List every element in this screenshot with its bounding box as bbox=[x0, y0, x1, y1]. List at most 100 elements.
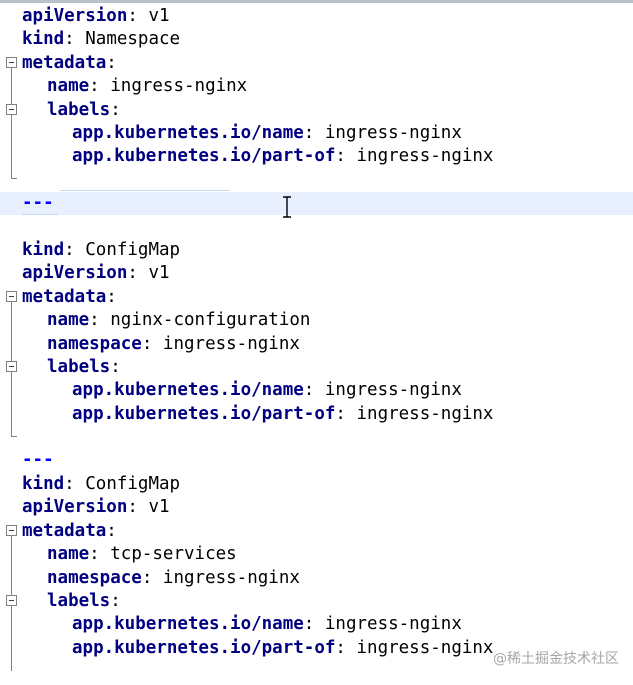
code-line[interactable]: metadata: bbox=[0, 52, 633, 75]
yaml-value: ingress-nginx bbox=[110, 76, 248, 97]
yaml-value: ingress-nginx bbox=[356, 146, 494, 167]
code-line[interactable]: apiVersion: v1 bbox=[0, 262, 633, 285]
yaml-key: apiVersion bbox=[22, 263, 128, 284]
colon: : bbox=[127, 497, 138, 518]
colon: : bbox=[141, 567, 153, 588]
code-line[interactable]: labels: bbox=[0, 356, 633, 379]
yaml-key: kind bbox=[22, 474, 65, 494]
code-line[interactable]: metadata: bbox=[0, 286, 633, 309]
fold-toggle-icon[interactable] bbox=[6, 525, 17, 536]
code-line[interactable]: kind: ConfigMap bbox=[0, 473, 633, 496]
yaml-key: namespace bbox=[47, 567, 142, 588]
yaml-key: metadata bbox=[22, 286, 107, 307]
code-line[interactable]: app.kubernetes.io/part-of: ingress-nginx bbox=[0, 145, 633, 168]
colon: : bbox=[303, 123, 315, 143]
document-separator: --- bbox=[22, 193, 54, 213]
colon: : bbox=[335, 146, 346, 167]
code-line[interactable]: name: tcp-services bbox=[0, 543, 633, 566]
fold-toggle-icon[interactable] bbox=[6, 291, 17, 302]
code-line[interactable]: apiVersion: v1 bbox=[0, 496, 633, 519]
colon: : bbox=[64, 29, 75, 50]
yaml-value: tcp-services bbox=[110, 544, 237, 565]
yaml-key: app.kubernetes.io/name bbox=[72, 614, 304, 635]
colon: : bbox=[89, 76, 100, 97]
yaml-key: name bbox=[47, 544, 90, 565]
yaml-value: ingress-nginx bbox=[162, 567, 300, 588]
colon: : bbox=[110, 591, 121, 611]
yaml-value: ingress-nginx bbox=[356, 637, 494, 658]
yaml-value: ingress-nginx bbox=[324, 614, 462, 635]
separator-underline bbox=[22, 214, 58, 215]
colon: : bbox=[64, 474, 75, 494]
colon: : bbox=[335, 403, 346, 424]
yaml-key: namespace bbox=[47, 333, 142, 354]
colon: : bbox=[141, 333, 153, 354]
code-line[interactable]: labels: bbox=[0, 590, 633, 613]
code-line[interactable]: name: nginx-configuration bbox=[0, 309, 633, 332]
code-line[interactable]: app.kubernetes.io/name: ingress-nginx bbox=[0, 122, 633, 145]
yaml-value: nginx-configuration bbox=[110, 310, 311, 331]
text-cursor-icon bbox=[283, 196, 291, 218]
separator-overline bbox=[60, 190, 230, 191]
code-line-current[interactable]: --- bbox=[0, 192, 633, 216]
yaml-key: metadata bbox=[22, 52, 107, 73]
code-line[interactable]: app.kubernetes.io/part-of: ingress-nginx bbox=[0, 403, 633, 426]
yaml-key: app.kubernetes.io/name bbox=[72, 123, 304, 143]
colon: : bbox=[106, 286, 117, 307]
yaml-value: ingress-nginx bbox=[324, 380, 462, 401]
colon: : bbox=[89, 310, 100, 331]
code-line[interactable]: kind: Namespace bbox=[0, 28, 633, 51]
editor-top-border bbox=[0, 0, 633, 3]
code-line[interactable]: app.kubernetes.io/name: ingress-nginx bbox=[0, 379, 633, 402]
code-line[interactable]: app.kubernetes.io/part-of: ingress-nginx bbox=[0, 637, 633, 660]
colon: : bbox=[89, 544, 100, 565]
yaml-key: metadata bbox=[22, 520, 107, 541]
yaml-value: v1 bbox=[148, 263, 170, 284]
colon: : bbox=[303, 380, 315, 401]
yaml-value: v1 bbox=[148, 497, 170, 518]
yaml-key: name bbox=[47, 76, 90, 97]
code-line[interactable]: --- bbox=[0, 449, 633, 472]
code-line[interactable]: kind: ConfigMap bbox=[0, 239, 633, 262]
yaml-value: ingress-nginx bbox=[356, 403, 494, 424]
colon: : bbox=[110, 357, 121, 377]
yaml-value: Namespace bbox=[85, 29, 181, 50]
yaml-key: labels bbox=[47, 99, 111, 120]
code-line[interactable]: metadata: bbox=[0, 520, 633, 543]
code-line[interactable]: labels: bbox=[0, 99, 633, 122]
code-line[interactable]: namespace: ingress-nginx bbox=[0, 333, 633, 356]
code-line[interactable]: namespace: ingress-nginx bbox=[0, 567, 633, 590]
yaml-value: ingress-nginx bbox=[324, 123, 462, 143]
yaml-key: app.kubernetes.io/name bbox=[72, 380, 304, 401]
colon: : bbox=[106, 520, 117, 541]
colon: : bbox=[303, 614, 315, 635]
fold-toggle-icon[interactable] bbox=[6, 361, 17, 372]
colon: : bbox=[110, 99, 121, 120]
code-line[interactable]: apiVersion: v1 bbox=[0, 5, 633, 28]
yaml-value: ConfigMap bbox=[85, 240, 181, 260]
yaml-key: apiVersion bbox=[22, 497, 128, 518]
yaml-key: kind bbox=[22, 240, 65, 260]
yaml-key: app.kubernetes.io/part-of bbox=[72, 146, 336, 167]
colon: : bbox=[127, 6, 138, 26]
yaml-key: name bbox=[47, 310, 90, 331]
code-line[interactable]: name: ingress-nginx bbox=[0, 75, 633, 98]
yaml-value: ingress-nginx bbox=[162, 333, 300, 354]
colon: : bbox=[127, 263, 138, 284]
yaml-key: labels bbox=[47, 591, 111, 611]
yaml-key: app.kubernetes.io/part-of bbox=[72, 637, 336, 658]
colon: : bbox=[106, 52, 117, 73]
fold-end-marker bbox=[11, 436, 17, 437]
fold-end-marker bbox=[11, 178, 17, 179]
fold-toggle-icon[interactable] bbox=[6, 57, 17, 68]
document-separator: --- bbox=[22, 450, 54, 470]
fold-toggle-icon[interactable] bbox=[6, 595, 17, 606]
fold-toggle-icon[interactable] bbox=[6, 104, 17, 115]
yaml-key: labels bbox=[47, 357, 111, 377]
yaml-key: kind bbox=[22, 29, 65, 50]
code-line[interactable]: app.kubernetes.io/name: ingress-nginx bbox=[0, 613, 633, 636]
yaml-key: apiVersion bbox=[22, 6, 128, 26]
yaml-key: app.kubernetes.io/part-of bbox=[72, 403, 336, 424]
colon: : bbox=[64, 240, 75, 260]
